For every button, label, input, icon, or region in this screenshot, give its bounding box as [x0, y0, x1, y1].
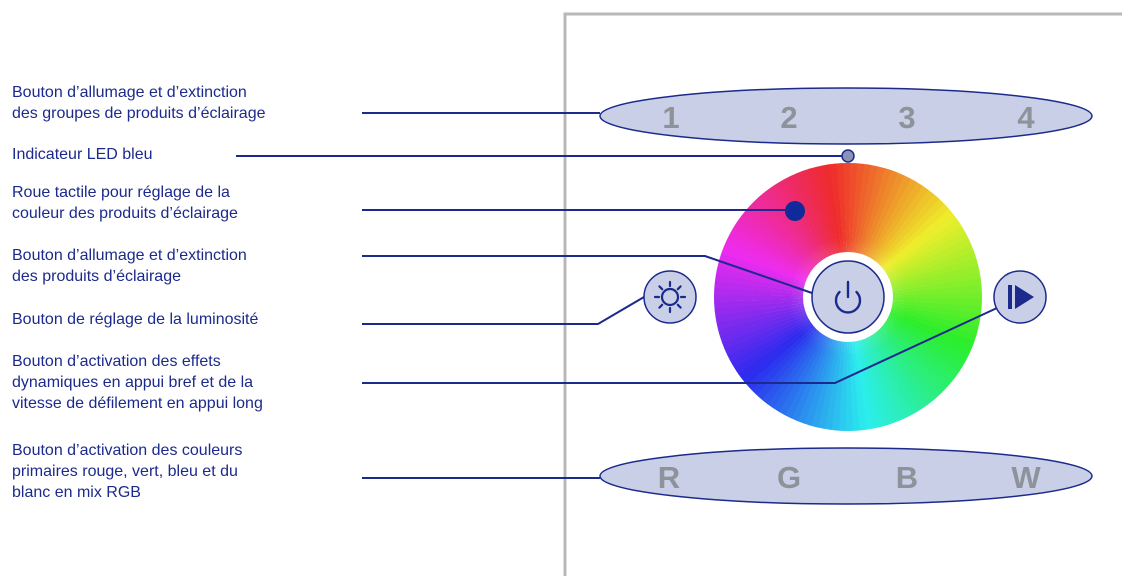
label-line: Indicateur LED bleu — [12, 146, 153, 163]
zone-button-4[interactable]: 4 — [1017, 100, 1035, 135]
power-button[interactable] — [811, 260, 885, 334]
label-line: dynamiques en appui bref et de la — [12, 374, 254, 391]
leader-line-brightness — [362, 296, 645, 325]
selector-dot-icon — [785, 201, 805, 221]
zone-button-1[interactable]: 1 — [662, 100, 679, 135]
zone-button-3[interactable]: 3 — [898, 100, 915, 135]
label-line: des produits d’éclairage — [12, 268, 181, 285]
color-button-g[interactable]: G — [777, 460, 801, 495]
zone-button-2[interactable]: 2 — [780, 100, 797, 135]
led-dot-icon — [841, 149, 855, 163]
label-led-indicator: Indicateur LED bleu — [12, 144, 357, 165]
color-button-r[interactable]: R — [658, 460, 680, 495]
label-color-wheel: Roue tactile pour réglage de la couleur … — [12, 182, 357, 224]
label-brightness-button: Bouton de réglage de la luminosité — [12, 309, 357, 330]
label-line: primaires rouge, vert, bleu et du — [12, 463, 238, 480]
label-line: Bouton d’activation des effets — [12, 353, 221, 370]
color-button-b[interactable]: B — [896, 460, 918, 495]
label-line: Bouton d’allumage et d’extinction — [12, 247, 247, 264]
label-line: Roue tactile pour réglage de la — [12, 184, 230, 201]
color-button-w[interactable]: W — [1011, 460, 1041, 495]
label-group-buttons: Bouton d’allumage et d’extinction des gr… — [12, 82, 357, 124]
label-line: Bouton d’activation des couleurs — [12, 442, 243, 459]
label-effects-button: Bouton d’activation des effets dynamique… — [12, 351, 357, 414]
brightness-button[interactable] — [643, 270, 697, 324]
power-icon — [834, 280, 862, 314]
label-line: Bouton de réglage de la luminosité — [12, 311, 259, 328]
panel-border — [563, 12, 1122, 576]
zone-buttons-pill — [599, 87, 1093, 145]
label-primary-colors: Bouton d’activation des couleurs primair… — [12, 440, 357, 503]
label-line: Bouton d’allumage et d’extinction — [12, 84, 247, 101]
label-line: blanc en mix RGB — [12, 484, 141, 501]
play-icon — [1008, 285, 1034, 309]
color-buttons-pill — [599, 447, 1093, 505]
leader-line-power — [362, 255, 813, 294]
effects-button[interactable] — [993, 270, 1047, 324]
label-line: vitesse de défilement en appui long — [12, 395, 263, 412]
leader-line-effects — [362, 307, 998, 384]
sun-icon — [653, 280, 687, 314]
label-line: des groupes de produits d’éclairage — [12, 105, 266, 122]
label-line: couleur des produits d’éclairage — [12, 205, 238, 222]
label-power-button: Bouton d’allumage et d’extinction des pr… — [12, 245, 357, 287]
